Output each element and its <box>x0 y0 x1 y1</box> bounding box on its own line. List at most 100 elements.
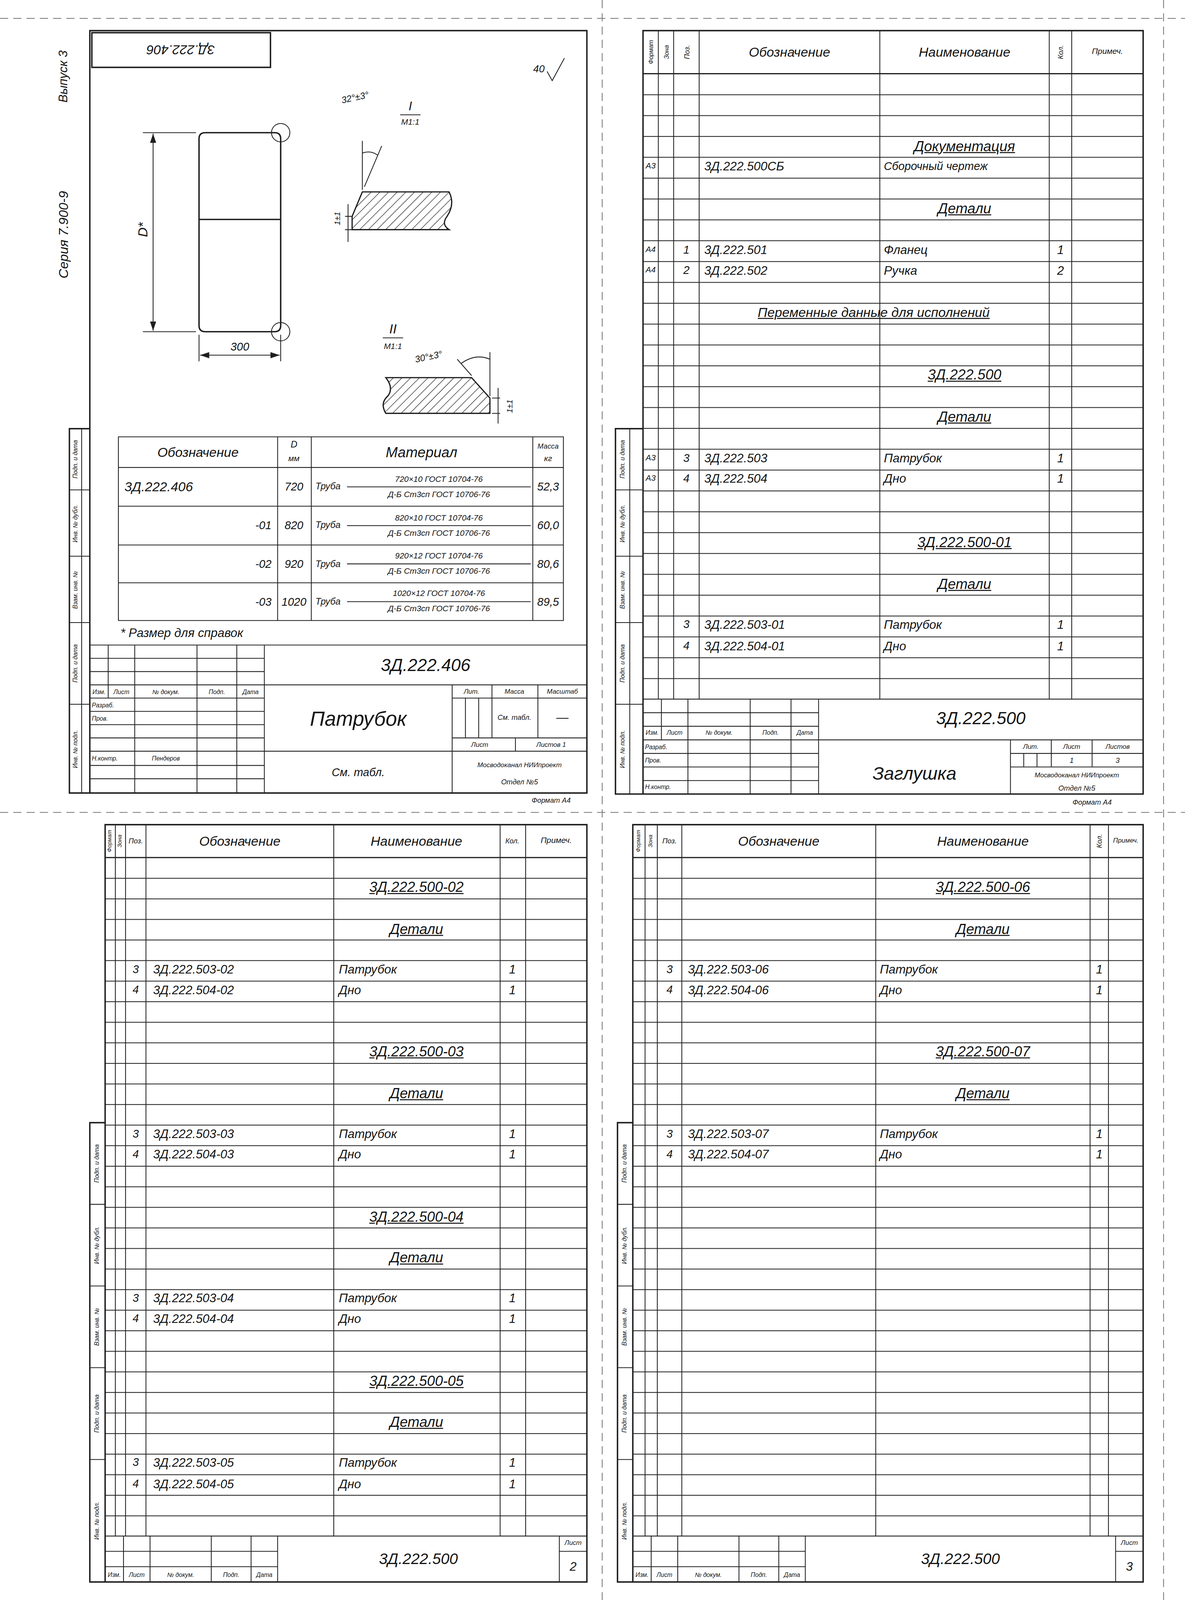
sheet-text: 3Д.222.500СБ <box>704 160 785 173</box>
sheet-text: № докум. <box>694 1571 722 1578</box>
angle-dimension <box>382 337 500 424</box>
sheet-text: Разраб. <box>644 743 668 751</box>
dimension-line <box>143 132 282 362</box>
sheet-text: Д-Б Ст3сп ГОСТ 10706-76 <box>387 529 490 538</box>
sheet-text: 720×10 ГОСТ 10704-76 <box>395 475 483 484</box>
sheet-text: 4 <box>132 984 139 996</box>
sheet-text: Заглушка <box>872 764 957 783</box>
sheet-text: Взам. инв. № <box>93 1308 101 1347</box>
sheet-text: 52,3 <box>537 481 559 493</box>
spec-table <box>617 824 1144 1583</box>
sheet-text: Подп. <box>208 688 226 695</box>
sheet-text: 3Д.222.406 <box>124 480 194 494</box>
sheet-text: А3 <box>645 474 656 484</box>
sheet-text: 3 <box>132 963 139 976</box>
sheet-text: 3Д.222.500-02 <box>369 880 464 895</box>
sheet-text: № докум. <box>152 688 180 695</box>
sheet-text: М1:1 <box>383 342 402 351</box>
sheet-text: Инв. № дубл. <box>621 1226 628 1264</box>
sheet-text: 1 <box>508 963 516 976</box>
sheet-text: Подп. <box>223 1571 240 1578</box>
sheet-text: Лит. <box>463 688 480 696</box>
sheet-text: 60,0 <box>537 520 559 532</box>
sheet-text: Кол. <box>1056 44 1064 60</box>
sheet-text: А3 <box>645 162 656 171</box>
sheet-text: Лист <box>113 688 130 695</box>
sheet-text: * Размер для справок <box>120 626 244 639</box>
sheet-text: 4 <box>666 984 673 996</box>
sheet-text: Дно <box>338 984 362 997</box>
sheet-text: Ручка <box>884 264 918 277</box>
sheet-text: Формат <box>647 39 654 65</box>
sheet-text: 3 <box>683 452 690 464</box>
sheet-text: Детали <box>937 409 992 424</box>
sheet-text: 3Д.222.504-07 <box>687 1148 769 1161</box>
part-outline <box>198 132 281 332</box>
sheet-frame <box>89 824 588 1583</box>
sheet-text: 3Д.222.504-05 <box>153 1477 235 1490</box>
sheet-text: 920 <box>284 558 304 570</box>
sheet-text: Пров. <box>644 757 661 764</box>
sheet-text: 720 <box>284 481 304 493</box>
sheet-text: 3Д.222.504-03 <box>153 1148 235 1161</box>
sheet-text: 3Д.222.504-04 <box>153 1312 235 1325</box>
sheet-text: 1 <box>683 244 690 256</box>
sheet-text: Детали <box>937 576 992 591</box>
sheet-text: Дно <box>879 1148 903 1161</box>
sheet-text: 30°±3° <box>414 349 444 365</box>
sheet-text: Труба <box>315 559 341 569</box>
sheet-text: Лист <box>1063 743 1081 751</box>
sheet-text: Поз. <box>682 44 690 60</box>
sheet-text: 3Д.222.500-03 <box>369 1044 464 1060</box>
sheet-text: — <box>556 711 569 724</box>
sheet-text: Лист <box>564 1539 582 1547</box>
sheet-text: Подп. и дата <box>619 440 626 479</box>
sheet-text: 3Д.222.500-07 <box>935 1044 1030 1060</box>
sheet-text: Дата <box>796 730 813 737</box>
sheet-text: См. табл. <box>497 714 532 722</box>
sheet-text: 1 <box>508 1127 516 1141</box>
sheet-text: Лист <box>1120 1539 1139 1547</box>
sheet-text: Детали <box>389 1250 444 1265</box>
sheet-text: Патрубок <box>338 1292 397 1305</box>
sheet-text: Наименование <box>370 834 462 848</box>
sheet-text: 3Д.222.503 <box>704 452 768 465</box>
sheet-text: Выпуск 3 <box>57 50 70 103</box>
sheet-text: Инв. № подл. <box>72 730 79 768</box>
sheet-text: 1 <box>508 1312 516 1325</box>
sheet-text: Формат <box>107 829 113 853</box>
sheet-text: Изм. <box>92 688 106 695</box>
sheet-text: Листов 1 <box>536 741 566 749</box>
sheet-frame <box>615 30 1144 794</box>
sheet-text: 300 <box>230 341 250 353</box>
stamp-strip <box>69 428 90 793</box>
sheet-text: 3Д.222.503-07 <box>687 1127 769 1141</box>
sheet-text: Подп. и дата <box>621 1394 628 1433</box>
sheet-text: 1 <box>508 1477 516 1490</box>
sheet-text: Дно <box>338 1148 362 1161</box>
sheet-text: 3Д.222.406 <box>146 43 215 57</box>
sheet-text: Дно <box>338 1312 362 1325</box>
sheet-text: 3Д.222.503-02 <box>153 963 235 976</box>
sheet-text: 2 <box>683 264 690 277</box>
spec-table <box>89 824 588 1583</box>
sheet-text: Подп. и дата <box>621 1144 628 1183</box>
sheet-text: 3 <box>1115 756 1120 764</box>
sheet-text: 1 <box>508 984 516 997</box>
sheet-text: Переменные данные для исполнений <box>757 305 990 319</box>
sheet-text: Примеч. <box>540 836 572 845</box>
sheet-text: Обозначение <box>738 834 820 848</box>
sheet-text: Формат А4 <box>531 796 571 804</box>
sheet-text: Изм. <box>635 1571 649 1578</box>
sheet-text: Лист <box>128 1571 145 1578</box>
sheet-text: 1 <box>1057 452 1064 465</box>
sheet-text: Кол. <box>1095 834 1103 849</box>
sheet-text: 4 <box>132 1149 139 1161</box>
title-block <box>642 699 1144 795</box>
sheet-text: Разраб. <box>91 701 115 708</box>
sheet-text: Инв. № дубл. <box>619 504 626 542</box>
sheet-text: Дно <box>338 1477 362 1490</box>
sheet-text: Детали <box>956 1085 1010 1101</box>
sheet-text: -03 <box>255 596 272 608</box>
sheet-text: Масса <box>537 442 559 450</box>
